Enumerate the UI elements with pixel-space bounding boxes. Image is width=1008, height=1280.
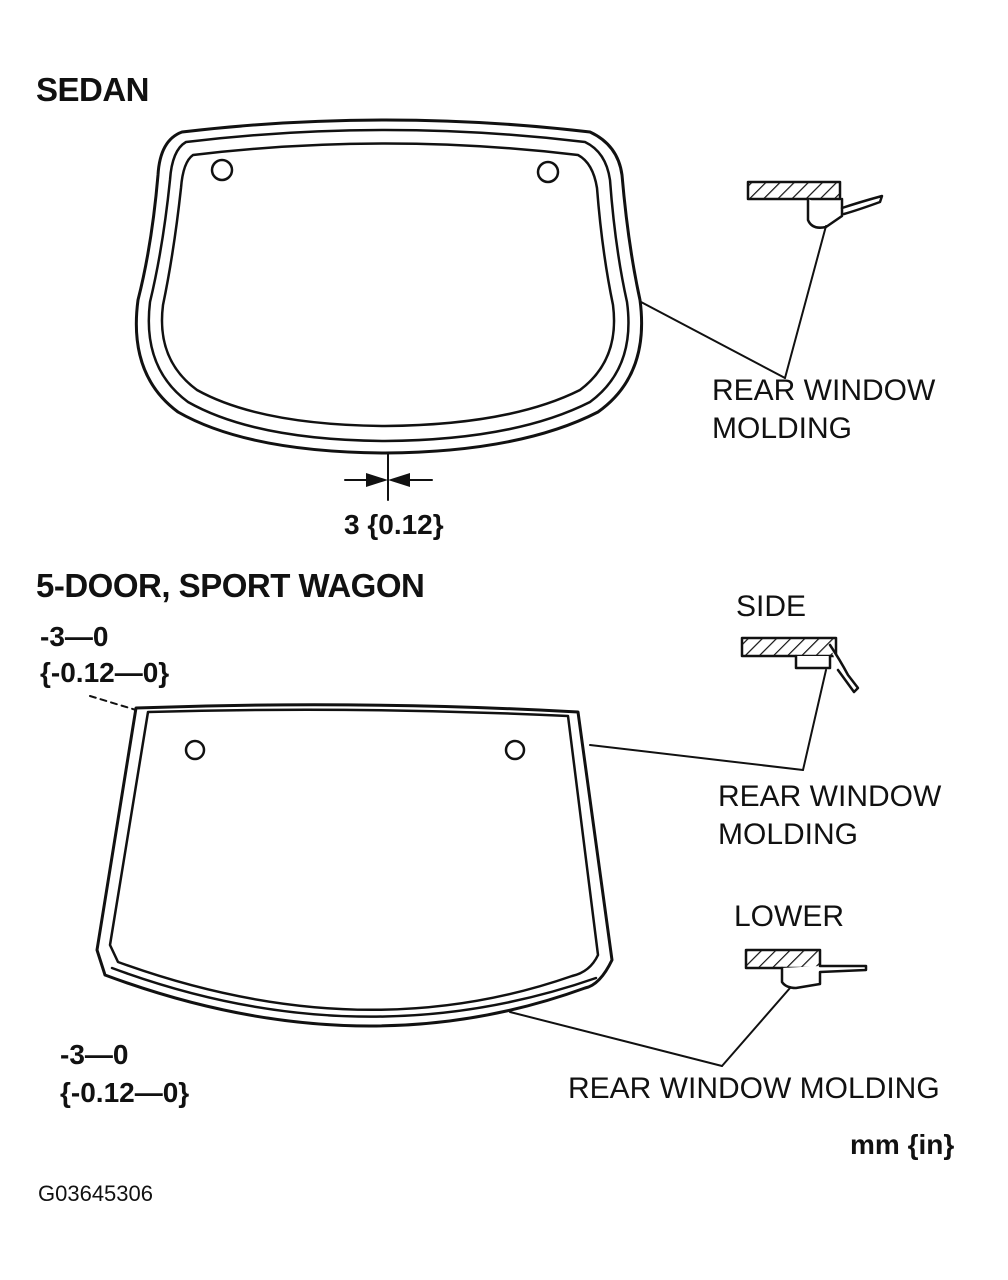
wagon-bottom-tolerance-mm: -3—0 <box>60 1039 129 1070</box>
wagon-lower-label: LOWER <box>734 900 845 933</box>
sedan-molding-outer <box>134 118 644 455</box>
wagon-side-section <box>740 636 860 694</box>
figure-id: G03645306 <box>38 1181 153 1206</box>
wagon-top-tolerance-mm: -3—0 <box>40 621 109 652</box>
wagon-lower-molding-label: REAR WINDOW MOLDING <box>568 1072 940 1105</box>
wagon-mount-hole-right <box>504 739 526 761</box>
units-label: mm {in} <box>850 1129 955 1160</box>
wagon-glass-edge <box>108 708 600 1012</box>
sedan-molding-label: REAR WINDOW MOLDING <box>712 374 936 445</box>
sedan-molding-inner <box>147 128 630 443</box>
wagon-mount-hole-left <box>184 739 206 761</box>
sedan-mount-hole-left <box>210 158 234 182</box>
wagon-top-tolerance-leader <box>89 695 137 711</box>
sedan-heading: SEDAN <box>36 71 150 108</box>
wagon-side-molding-label: REAR WINDOW MOLDING <box>718 780 942 851</box>
wagon-bottom-tolerance-in: {-0.12—0} <box>60 1077 190 1108</box>
wagon-molding-outer <box>95 703 614 1028</box>
sedan-glass-edge <box>160 142 616 428</box>
sedan-molding-section <box>746 180 884 229</box>
wagon-top-tolerance-in: {-0.12—0} <box>40 657 170 688</box>
sedan-window <box>134 118 644 455</box>
wagon-lower-leader-lines <box>509 987 791 1067</box>
sedan-dimension-label: 3 {0.12} <box>344 509 444 540</box>
sedan-dimension <box>344 452 433 501</box>
wagon-lower-inner <box>110 966 598 1018</box>
wagon-lower-section <box>744 948 868 990</box>
wagon-side-label: SIDE <box>736 590 807 623</box>
wagon-window <box>95 703 614 1028</box>
wagon-heading: 5-DOOR, SPORT WAGON <box>36 567 425 604</box>
sedan-leader-lines <box>640 225 827 379</box>
wagon-side-leader-lines <box>589 669 827 771</box>
sedan-mount-hole-right <box>536 160 560 184</box>
